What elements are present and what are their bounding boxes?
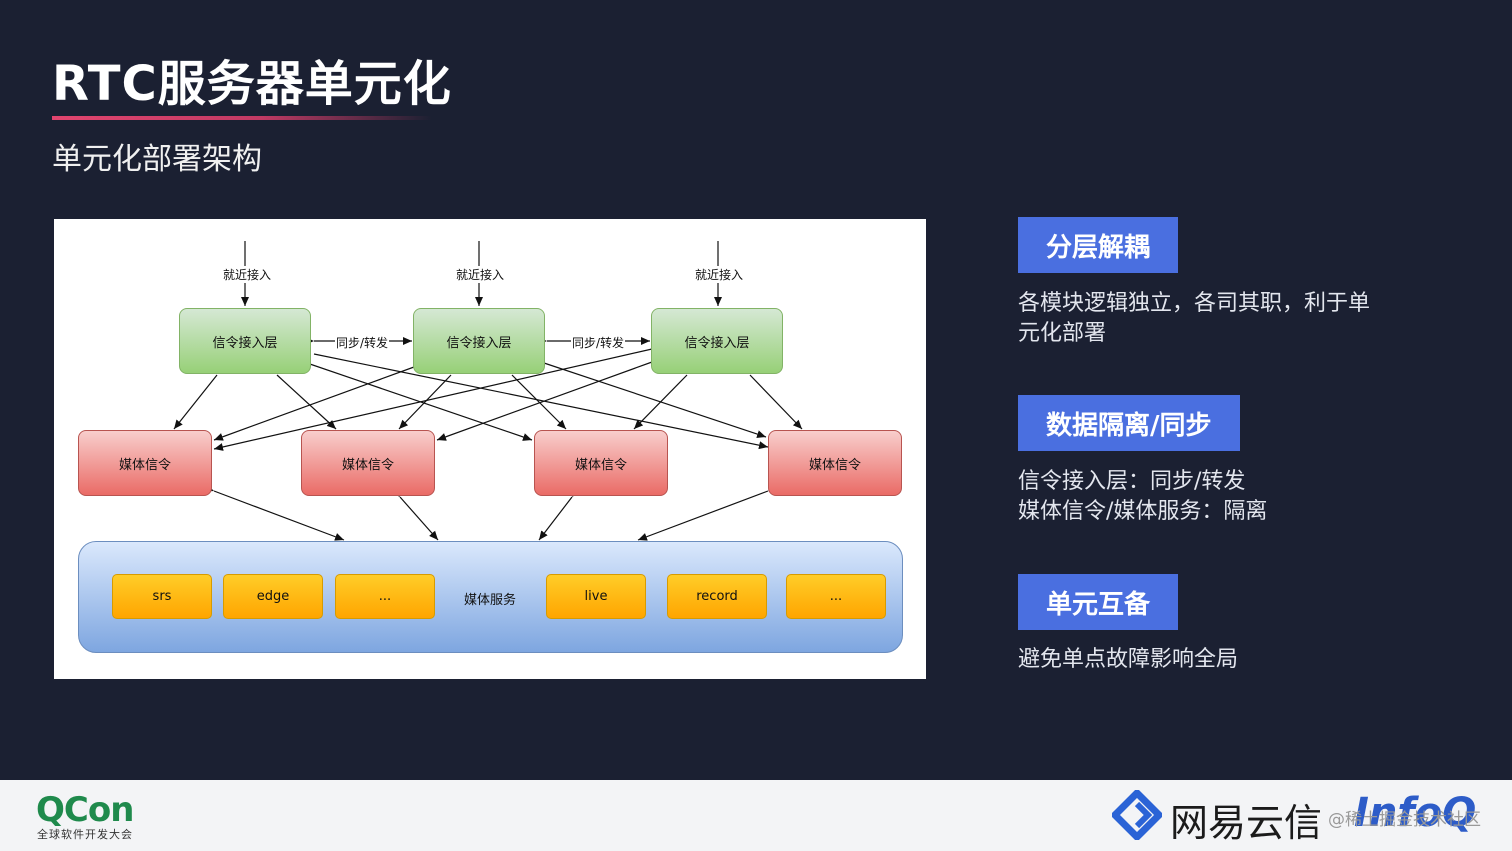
gateway-node: 信令接入层 xyxy=(179,308,311,374)
feature-desc-decoupling: 各模块逻辑独立，各司其职，利于单元化部署 xyxy=(1018,291,1371,346)
footer-bar xyxy=(0,780,1512,851)
routing-arrow xyxy=(173,374,218,430)
netease-logo: 网易云信 xyxy=(1170,801,1323,845)
feature-desc-line: 媒体信令/媒体服务：隔离 xyxy=(1018,499,1268,524)
near-access-label: 就近接入 xyxy=(694,266,745,283)
slide: RTC服务器单元化 单元化部署架构 xyxy=(52,56,1378,679)
routing-arrow xyxy=(749,374,803,430)
pool-arrow xyxy=(204,484,345,541)
service-node: live xyxy=(546,574,646,619)
routing-arrow xyxy=(213,348,653,451)
routing-arrow xyxy=(213,366,415,441)
netease-mark-icon xyxy=(1112,790,1162,840)
service-node: srs xyxy=(112,574,212,619)
gateway-node: 信令接入层 xyxy=(413,308,545,374)
routing-arrow xyxy=(543,362,767,438)
media-signal-node: 媒体信令 xyxy=(78,430,212,496)
feature-badge-isolation: 数据隔离/同步 xyxy=(1018,395,1240,451)
routing-arrow xyxy=(398,374,452,430)
routing-arrow xyxy=(303,361,533,441)
sync-label: 同步/转发 xyxy=(335,334,390,351)
qcon-logo: QCon xyxy=(36,790,134,830)
sync-label: 同步/转发 xyxy=(571,334,626,351)
feature-desc-isolation: 信令接入层：同步/转发 媒体信令/媒体服务：隔离 xyxy=(1018,467,1378,527)
infoq-logo: InfoQ xyxy=(1354,790,1477,836)
routing-arrow xyxy=(511,374,567,430)
pool-arrow xyxy=(391,487,439,541)
title-underline xyxy=(52,116,432,120)
media-signal-node: 媒体信令 xyxy=(768,430,902,496)
architecture-diagram: 就近接入 就近接入 就近接入 信令接入层 信令接入层 信令接入层 同步/转发 同… xyxy=(54,219,926,679)
slide-subtitle: 单元化部署架构 xyxy=(52,142,262,177)
near-access-label: 就近接入 xyxy=(222,266,273,283)
pool-arrow xyxy=(637,484,778,541)
qcon-subtitle: 全球软件开发大会 xyxy=(37,828,133,841)
media-service-label: 媒体服务 xyxy=(464,593,517,608)
service-node: ... xyxy=(786,574,886,619)
routing-arrow xyxy=(436,361,653,441)
media-signal-node: 媒体信令 xyxy=(301,430,435,496)
routing-arrow xyxy=(313,353,769,450)
feature-badge-backup: 单元互备 xyxy=(1018,574,1179,630)
service-node: record xyxy=(667,574,767,619)
feature-badge-decoupling: 分层解耦 xyxy=(1018,217,1179,273)
feature-desc-backup: 避免单点故障影响全局 xyxy=(1018,647,1239,672)
watermark: @稀土掘金技术社区 xyxy=(1328,810,1481,830)
pool-arrow xyxy=(538,487,581,541)
service-node: ... xyxy=(335,574,435,619)
routing-arrow xyxy=(633,374,688,430)
media-signal-node: 媒体信令 xyxy=(534,430,668,496)
gateway-node: 信令接入层 xyxy=(651,308,783,374)
diagram-connectors xyxy=(173,241,803,541)
feature-desc-line: 信令接入层：同步/转发 xyxy=(1018,469,1246,494)
routing-arrow xyxy=(276,374,337,430)
near-access-label: 就近接入 xyxy=(455,266,506,283)
slide-title: RTC服务器单元化 xyxy=(52,56,452,112)
service-node: edge xyxy=(223,574,323,619)
